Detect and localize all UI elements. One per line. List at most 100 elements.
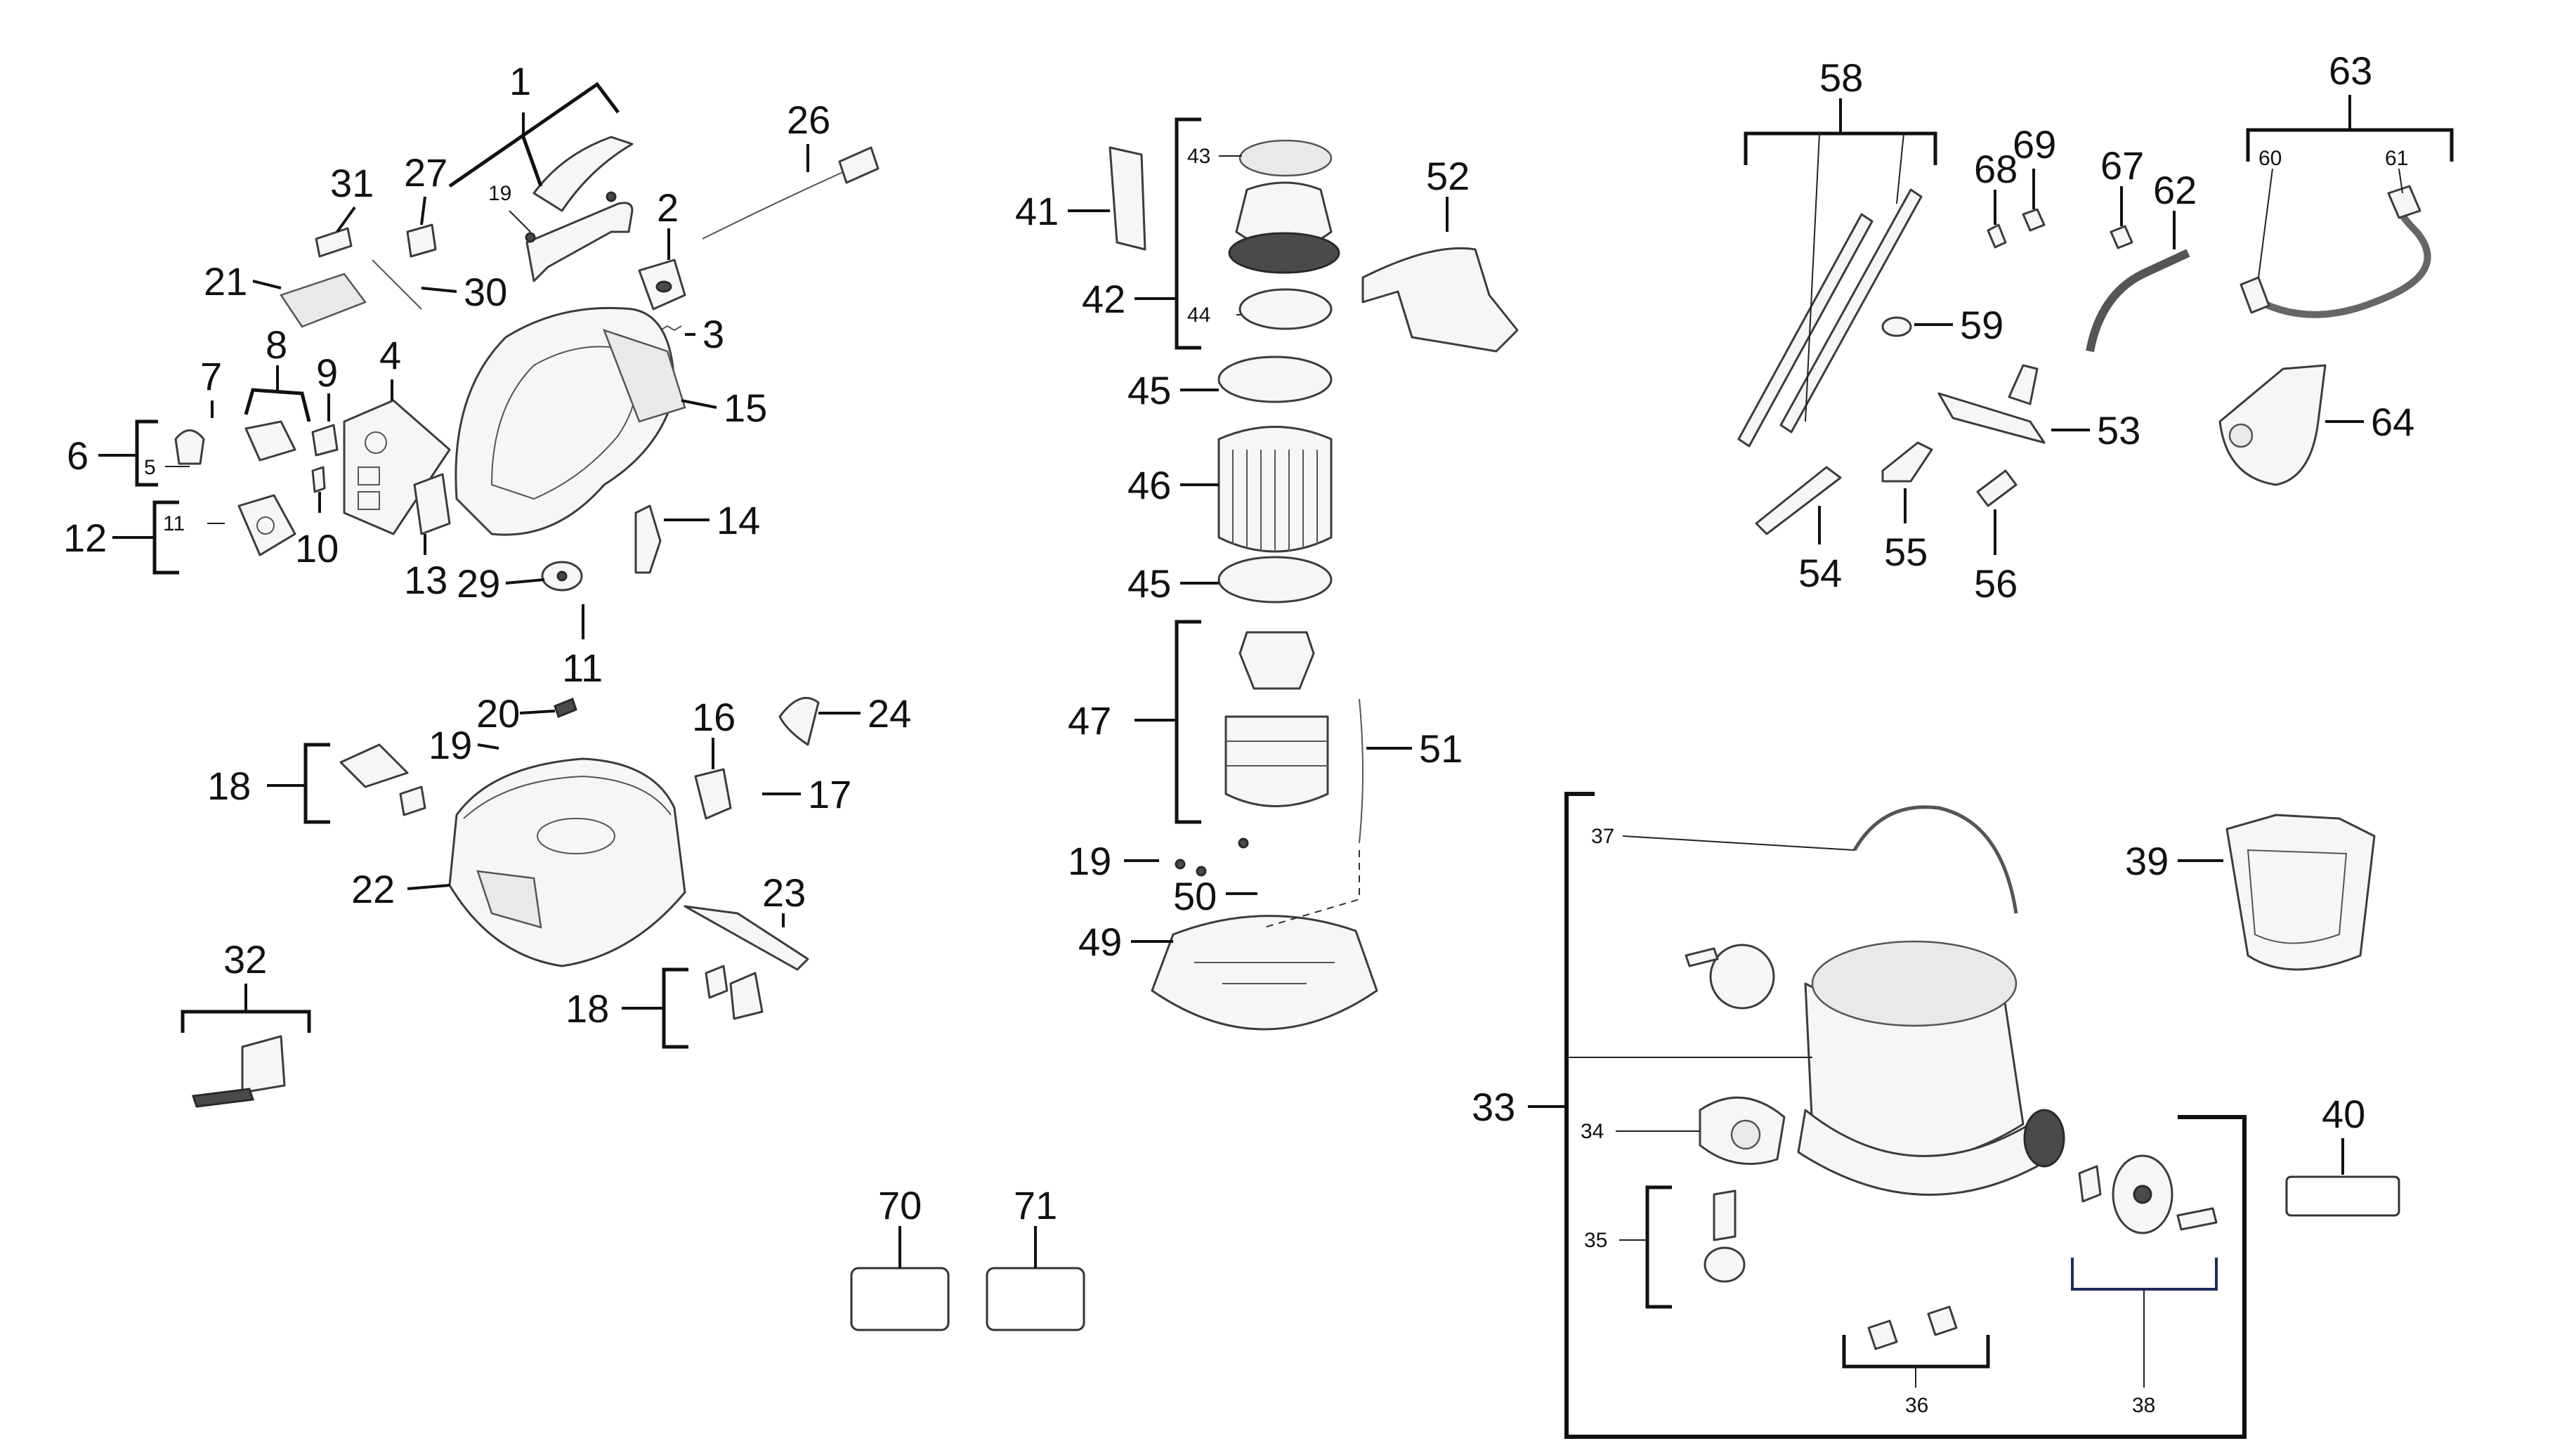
label-19-center: 19 [1068, 839, 1111, 883]
leader-27 [420, 196, 426, 226]
part-hose-cuff-61 [2387, 185, 2421, 219]
bracket-35 [1645, 1185, 1672, 1309]
part-hose-cuff-60 [2240, 276, 2270, 314]
part-wire-37 [1852, 805, 2018, 914]
label-53: 53 [2097, 408, 2140, 452]
part-socket-12-hole [256, 516, 275, 535]
motor-filter-group [1109, 139, 1519, 1031]
part-13 [413, 473, 451, 535]
leader-61 [2398, 168, 2403, 194]
part-wheel-38-axle [2176, 1207, 2218, 1231]
bracket-58 [1744, 131, 1937, 165]
label-49: 49 [1078, 920, 1122, 964]
label-68: 68 [1974, 147, 2018, 191]
label-box-71 [986, 1267, 1085, 1331]
part-27 [406, 223, 437, 258]
label-6: 6 [67, 433, 89, 478]
label-60: 60 [2258, 147, 2282, 170]
part-latch-35 [1713, 1189, 1737, 1241]
bracket-36 [1842, 1335, 1990, 1369]
part-base-plate-49 [1151, 915, 1378, 1031]
label-8: 8 [266, 322, 287, 367]
label-70: 70 [878, 1183, 922, 1227]
part-69 [2022, 208, 2046, 232]
label-1: 1 [509, 59, 531, 103]
part-seal-45b [1217, 556, 1333, 604]
label-19-small: 19 [488, 182, 511, 205]
label-45b: 45 [1127, 561, 1171, 606]
label-10: 10 [295, 526, 339, 570]
part-wheel-38-cap [2078, 1165, 2102, 1203]
label-61: 61 [2385, 147, 2408, 170]
part-rod-51 [1359, 698, 1364, 844]
part-castor-36b [1927, 1305, 1958, 1336]
part-tank-33-base [1797, 1109, 2039, 1196]
part-base-plate-49-ribs [1194, 962, 1335, 984]
leader-21 [252, 280, 282, 289]
label-9: 9 [316, 351, 338, 395]
label-52: 52 [1426, 154, 1470, 198]
label-box-70 [850, 1267, 950, 1331]
part-41 [1109, 146, 1146, 251]
label-69: 69 [2013, 122, 2056, 167]
part-handle-grip [532, 136, 634, 212]
label-39: 39 [2125, 839, 2169, 883]
tank-assembly-group [1685, 805, 2376, 1350]
part-knob-6 [174, 429, 205, 465]
leader-15 [681, 399, 717, 409]
label-54: 54 [1798, 551, 1842, 595]
part-32-strip [191, 1088, 255, 1108]
label-35: 35 [1584, 1229, 1607, 1252]
leader-19 [477, 743, 499, 750]
part-tube-58b [1779, 188, 1923, 433]
bracket-42 [1175, 117, 1201, 350]
part-clip-2-hole [655, 280, 672, 293]
part-fan-grille [1709, 944, 1775, 1010]
part-14 [634, 504, 662, 574]
label-13: 13 [404, 558, 447, 602]
part-cable-30 [372, 259, 422, 310]
frame-33 [1564, 792, 2247, 1439]
part-bin-39-inner [2247, 849, 2348, 944]
bracket-6 [135, 419, 158, 487]
label-27: 27 [404, 150, 447, 195]
label-20: 20 [476, 691, 520, 736]
part-base-housing-22-rim [463, 775, 672, 819]
bracket-47 [1175, 620, 1201, 824]
part-tube-58a [1737, 213, 1874, 448]
part-16 [694, 768, 732, 820]
label-71: 71 [1014, 1183, 1057, 1227]
leader-60 [2258, 168, 2273, 278]
leader-31 [336, 206, 356, 233]
part-upholstery-55 [1881, 441, 1933, 483]
leader-29 [505, 578, 545, 585]
bracket-1 [448, 81, 620, 188]
label-24: 24 [868, 691, 911, 736]
part-bin-39 [2225, 814, 2376, 971]
part-cage-47 [1224, 715, 1329, 807]
part-switch-8 [244, 420, 296, 462]
part-18c [705, 965, 728, 999]
part-floor-tool-53 [1937, 392, 2046, 444]
label-30: 30 [464, 270, 507, 314]
label-11: 11 [562, 646, 603, 690]
leader-19-small [509, 210, 531, 233]
label-32: 32 [223, 937, 267, 981]
bracket-18-bottom [662, 967, 688, 1049]
label-59: 59 [1960, 303, 2003, 347]
part-screw-19c [1175, 859, 1186, 870]
bracket-18-top [303, 743, 330, 824]
part-10 [311, 466, 326, 493]
part-ring-44 [1238, 288, 1333, 330]
part-panel-4-win2 [358, 491, 380, 510]
label-11-small: 11 [163, 512, 185, 535]
label-46: 46 [1127, 463, 1171, 507]
label-18-top: 18 [207, 764, 251, 808]
part-pulley-29-hub [556, 570, 568, 582]
label-7: 7 [200, 354, 222, 398]
part-23 [684, 905, 809, 971]
part-screw-19a [525, 232, 536, 243]
leader-lines [98, 95, 2403, 1388]
label-42: 42 [1082, 277, 1125, 321]
part-seal-45a [1217, 356, 1333, 403]
